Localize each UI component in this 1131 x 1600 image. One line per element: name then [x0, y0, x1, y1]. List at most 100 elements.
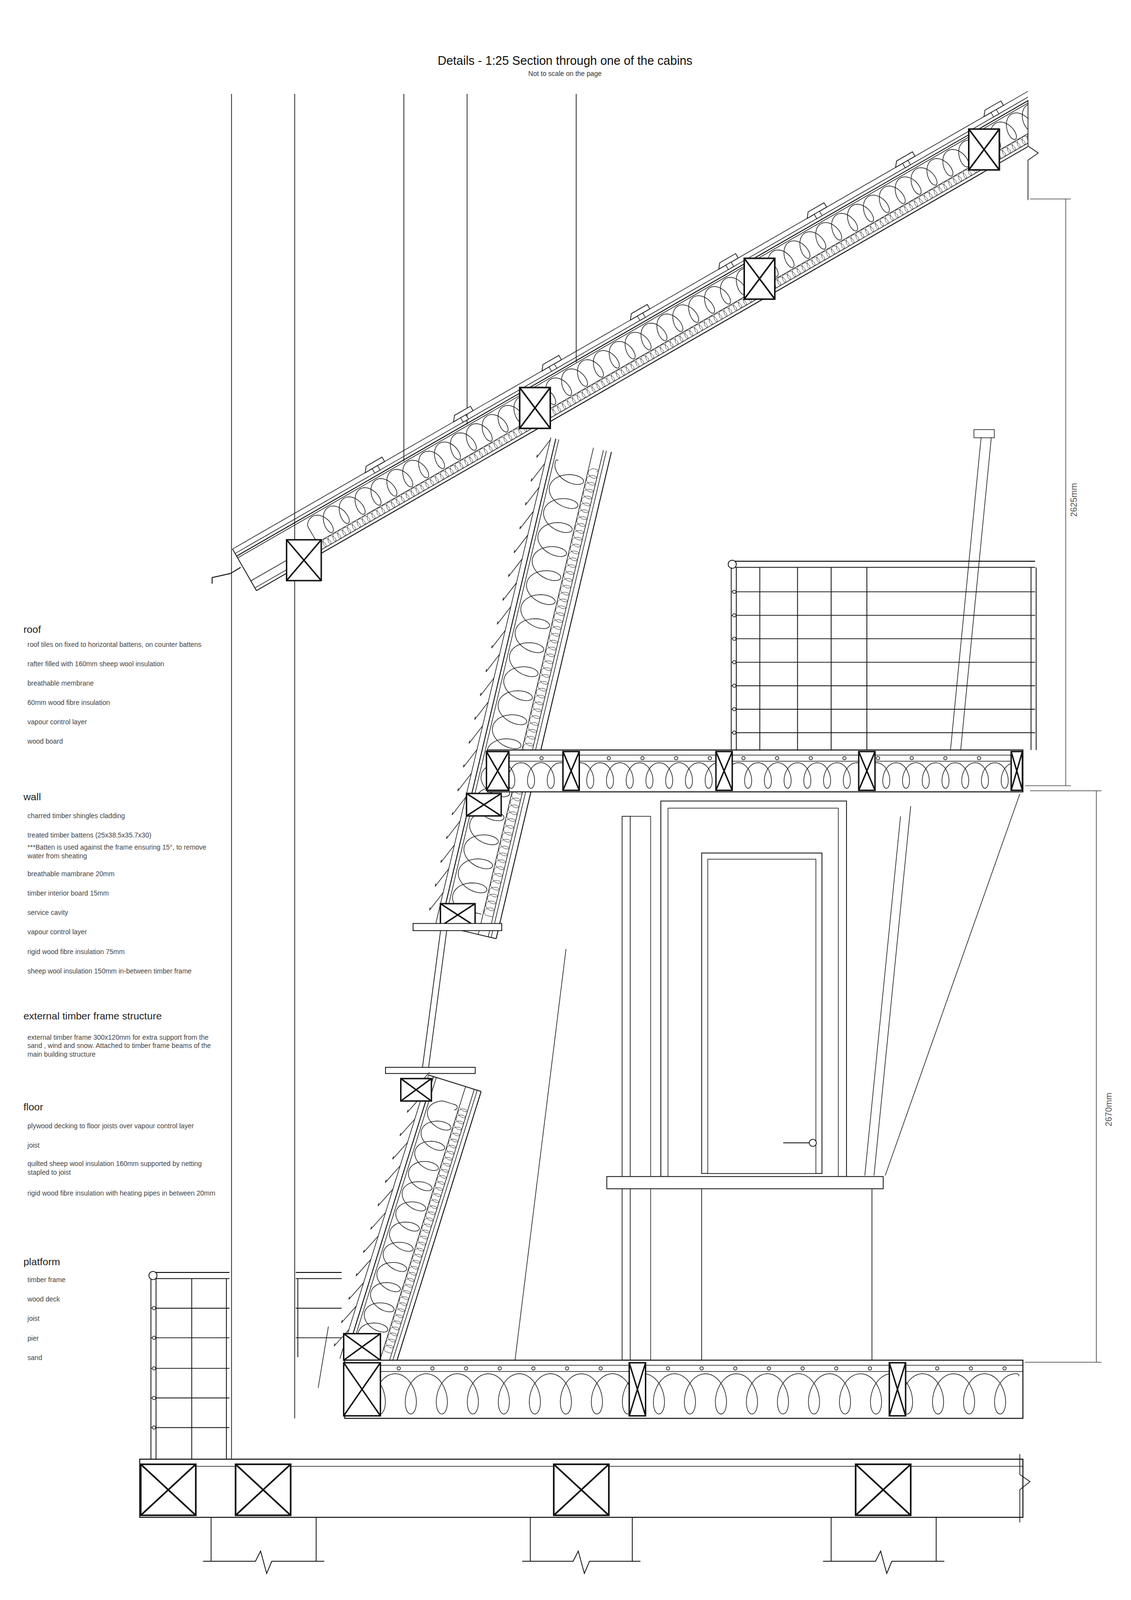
shingle: [452, 797, 466, 816]
insulation-hatch: [452, 460, 584, 915]
roof-tile: [983, 101, 1004, 117]
break-line: [1027, 100, 1039, 201]
pier: [935, 1517, 937, 1562]
spec-note: joist: [26, 1141, 41, 1150]
dimension-line: [1065, 198, 1067, 786]
spec-note: sand: [26, 1353, 44, 1363]
shingle: [497, 606, 511, 625]
timber-member-cross: [486, 751, 509, 790]
layer-line: [440, 438, 556, 926]
spec-note: vapour control layer: [26, 927, 89, 937]
handrail: [295, 1271, 342, 1273]
timber-member: [1011, 751, 1023, 790]
dimension-label: 2670mm: [1102, 1091, 1115, 1128]
timber-member: [855, 1463, 911, 1515]
heating-pipe: [565, 1366, 569, 1370]
baluster: [730, 567, 732, 751]
door-leaf: [668, 807, 839, 1176]
timber-member-cross: [1011, 751, 1023, 790]
baluster: [830, 567, 832, 751]
timber-member: [744, 258, 775, 299]
spec-note: charred timber shingles cladding: [26, 811, 127, 821]
heating-pipe: [431, 1366, 435, 1370]
layer-line: [388, 1089, 477, 1374]
timber-member: [563, 751, 580, 790]
baluster: [735, 567, 737, 751]
heating-pipe: [775, 756, 779, 760]
timber-member: [519, 387, 551, 429]
scale-note: Not to scale on the page: [527, 69, 603, 79]
rail-end: [152, 1336, 156, 1340]
rail: [731, 638, 1036, 640]
drawing-title: Details - 1:25 Section through one of th…: [436, 53, 694, 69]
shingle: [531, 463, 545, 482]
spec-note: rigid wood fibre insulation 75mm: [26, 947, 126, 957]
spec-note: timber frame: [26, 1275, 67, 1285]
shingle: [457, 773, 472, 792]
door: [606, 801, 883, 1361]
spec-note: joist: [26, 1314, 41, 1324]
section-heading: floor: [22, 1100, 45, 1114]
layer-line: [488, 449, 604, 937]
frame-line: [231, 93, 232, 1459]
handrail: [295, 1278, 342, 1280]
spec-note: sheep wool insulation 150mm in-between t…: [26, 967, 193, 976]
rail: [150, 1397, 230, 1399]
spec-note: timber interior board 15mm: [26, 889, 110, 898]
batten: [549, 363, 557, 372]
layer-line: [254, 119, 1028, 588]
shingle: [318, 1326, 329, 1388]
shingle: [485, 654, 500, 672]
handrail-end: [148, 1271, 158, 1280]
timber-member: [629, 1362, 646, 1416]
roof: [232, 80, 1028, 591]
frame-line: [466, 93, 468, 425]
timber-member-cross: [466, 793, 502, 816]
roof-tile: [453, 406, 474, 422]
shingle: [370, 1212, 386, 1230]
spec-note: 60mm wood fibre insulation: [26, 698, 111, 708]
shingle: [514, 535, 528, 553]
timber-member-cross: [855, 1463, 911, 1515]
shingle: [525, 487, 539, 506]
insulation-hatch: [318, 113, 1028, 550]
spec-note: treated timber battens (25x38.5x35.7x30): [26, 831, 153, 840]
spec-note: rigid wood fibre insulation with heating…: [26, 1189, 217, 1198]
handrail: [150, 1271, 230, 1273]
rail-end: [732, 613, 737, 617]
shingle: [348, 1282, 364, 1300]
heating-pipe: [699, 1366, 704, 1370]
layer-line: [236, 87, 1028, 556]
glazing: [428, 930, 447, 1070]
spec-note: breathable membrane: [26, 679, 95, 688]
timber-member-cross: [553, 1463, 610, 1515]
slab-outline: [344, 1359, 1024, 1418]
timber-member-cross: [563, 751, 580, 790]
heating-pipe: [531, 1366, 536, 1370]
rail-end: [732, 660, 737, 664]
pier-break: [521, 1550, 641, 1574]
pier: [631, 1517, 633, 1562]
heating-pipe: [1002, 1366, 1007, 1370]
timber-member: [440, 903, 476, 926]
timber-member-cross: [235, 1463, 291, 1515]
timber-member-cross: [889, 1362, 906, 1416]
timber-member: [553, 1463, 610, 1515]
door-panel: [707, 859, 816, 1174]
spec-note: quilted sheep wool insulation 160mm supp…: [26, 1159, 225, 1177]
shingle: [536, 439, 551, 458]
break-line: [1027, 100, 1039, 201]
shingle: [400, 1118, 416, 1136]
shingle: [435, 868, 449, 887]
spec-note: breathable mambrane 20mm: [26, 869, 116, 879]
rail: [731, 661, 1036, 663]
rail-end: [152, 1366, 156, 1370]
timber-member-cross: [343, 1362, 381, 1416]
timber-member: [715, 751, 733, 790]
section-heading: platform: [22, 1255, 61, 1268]
baluster: [225, 1278, 227, 1459]
door-line: [701, 1188, 702, 1360]
insulation-hatch: [384, 1107, 467, 1354]
layer-line: [237, 89, 1028, 558]
timber-member: [140, 1463, 196, 1515]
